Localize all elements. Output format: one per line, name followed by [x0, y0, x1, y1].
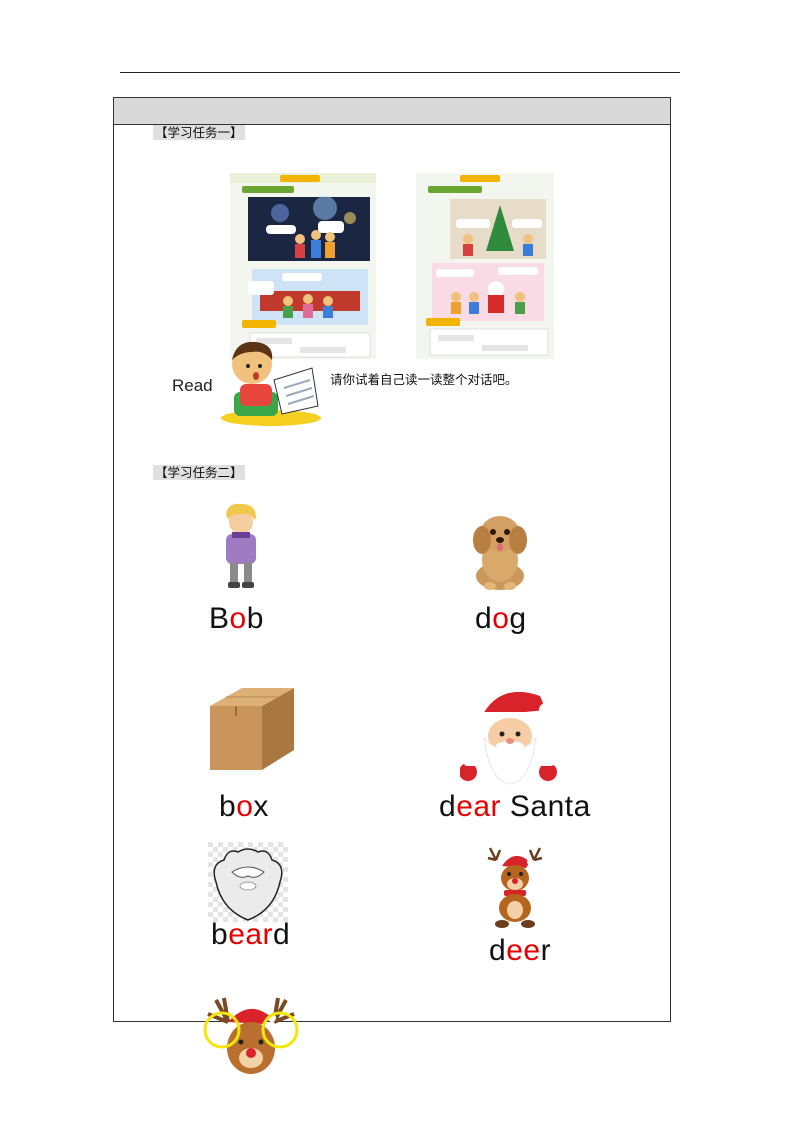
- santa-image: [460, 691, 557, 785]
- read-label: Read: [172, 376, 213, 395]
- reading-boy-image: [221, 341, 321, 426]
- deer-image: [487, 847, 543, 928]
- read-instruction: 请你试着自己读一读整个对话吧。: [330, 372, 518, 387]
- textbook-page-christmas-image: [416, 173, 554, 359]
- content-frame: [113, 97, 671, 1022]
- word-beard: beard: [211, 918, 291, 951]
- frame-header-bar: [114, 98, 670, 125]
- deer-glasses-image: [203, 997, 299, 1074]
- word-box: box: [219, 790, 269, 823]
- dog-image: [473, 516, 527, 590]
- textbook-page-new-year-image: [230, 173, 376, 359]
- top-rule: [120, 72, 680, 73]
- bob-boy-image: [226, 503, 256, 588]
- beard-image: [208, 842, 288, 922]
- word-dear-santa: dear Santa: [439, 790, 591, 823]
- task-two-label: 【学习任务二】: [153, 465, 245, 480]
- word-dog: dog: [475, 602, 527, 635]
- box-image: [210, 688, 294, 770]
- task-one-label: 【学习任务一】: [153, 125, 245, 140]
- word-bob: Bob: [209, 602, 264, 635]
- word-deer: deer: [489, 934, 552, 967]
